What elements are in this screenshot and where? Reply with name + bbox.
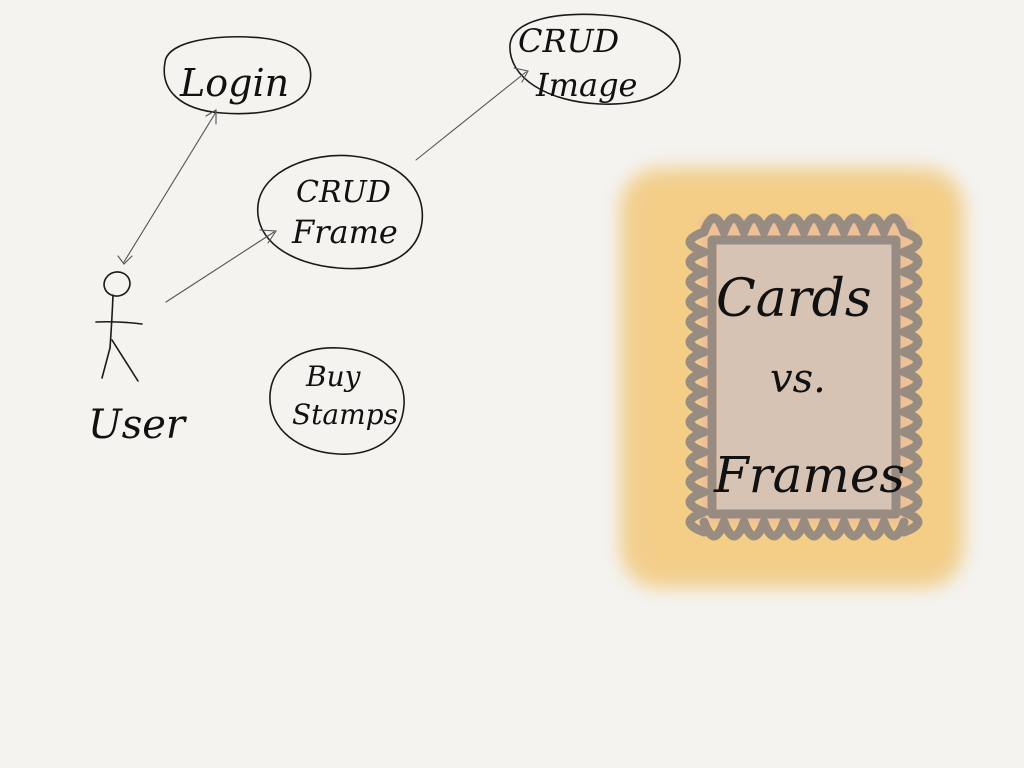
actor-body [109,294,114,349]
stamp-face [718,240,894,510]
crud-image-ellipse [509,13,681,105]
user-actor: User [88,271,188,448]
stamp-illustration: Cards vs. Frames [620,168,964,588]
use-case-buy-stamps: Buy Stamps [269,347,405,455]
actor-head [103,271,131,297]
crud-frame-line-1: CRUD [296,175,391,210]
stamp-scalloped-border [685,213,923,541]
use-case-login: Login [163,36,312,115]
actor-arms [95,320,143,325]
use-case-crud-image: CRUD Image [509,13,681,105]
crud-image-line-2: Image [535,66,637,104]
arrow-user-to-login [123,111,217,263]
actor-right-leg [111,339,139,382]
crud-frame-ellipse [257,154,424,270]
arrow-image-head [513,67,529,83]
arrow-user-start-head [117,255,133,265]
arrow-crud-frame-head [259,229,277,244]
stamp-line-3: Frames [713,446,905,504]
arrow-frame-to-image [415,71,527,161]
stamp-line-1: Cards [716,269,872,329]
stamp-line-2: vs. [770,356,826,402]
use-case-crud-frame: CRUD Frame [257,154,424,270]
actor-label: User [88,402,188,448]
buy-stamps-ellipse [269,347,405,455]
login-ellipse [163,36,312,115]
arrow-user-to-crud-frame [165,231,275,303]
crud-image-line-1: CRUD [518,22,619,60]
buy-stamps-line-2: Stamps [292,398,398,431]
buy-stamps-line-1: Buy [305,360,362,393]
login-label: Login [179,61,289,105]
arrow-login-head [205,109,217,125]
associations [117,67,529,303]
crud-frame-line-2: Frame [291,213,398,251]
actor-left-leg [101,347,111,379]
